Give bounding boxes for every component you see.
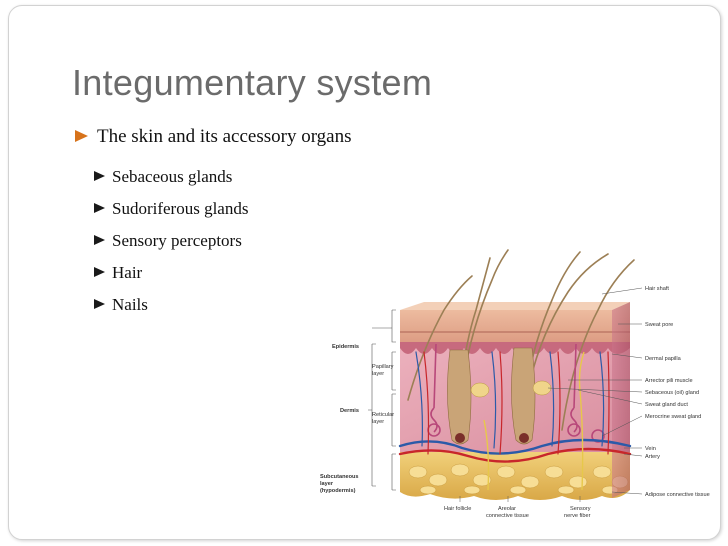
label-vein: Vein xyxy=(645,446,656,452)
sub-bullet-list: Sebaceous glands Sudoriferous glands Sen… xyxy=(94,161,248,321)
triangle-bullet-icon xyxy=(94,235,105,245)
label-adipose-connective-tissue: Adipose connective tissue xyxy=(645,492,710,498)
blood-vessel-shapes xyxy=(398,351,632,463)
sub-bullet-text: Hair xyxy=(112,263,143,282)
label-sweat-gland-duct: Sweat gland duct xyxy=(645,402,688,408)
sub-bullet-text: Sensory perceptors xyxy=(112,231,242,250)
sub-bullet-text: Sudoriferous glands xyxy=(112,199,249,218)
label-sweat-pore: Sweat pore xyxy=(645,322,673,328)
label-epidermis: Epidermis xyxy=(332,344,359,350)
subcutaneous-layer-shape xyxy=(400,450,630,500)
sub-bullet-item: Sudoriferous glands xyxy=(94,193,248,225)
label-papillary-line1: Papillary xyxy=(372,364,394,370)
sub-bullet-text: Nails xyxy=(112,295,148,314)
label-papillary-line2: layer xyxy=(372,371,384,377)
sub-bullet-item: Sebaceous glands xyxy=(94,161,248,193)
label-subcutaneous-line3: (hypodermis) xyxy=(320,488,356,494)
label-areolar-line2: connective tissue xyxy=(486,513,529,519)
label-artery: Artery xyxy=(645,454,660,460)
triangle-bullet-icon xyxy=(94,203,105,213)
nerve-fiber-shapes xyxy=(483,351,585,491)
label-subcutaneous-line2: layer xyxy=(320,481,334,487)
label-areolar-line1: Areolar xyxy=(498,506,516,512)
skin-cross-section-illustration: Epidermis Dermis Papillary layer Reticul… xyxy=(320,249,710,519)
label-dermis: Dermis xyxy=(340,408,359,414)
sub-bullet-text: Sebaceous glands xyxy=(112,167,233,186)
label-subcutaneous-line1: Subcutaneous xyxy=(320,474,359,480)
label-sensory-line1: Sensory xyxy=(570,506,591,512)
triangle-bullet-icon xyxy=(75,130,88,142)
bullet-text: The skin and its accessory organs xyxy=(97,126,352,147)
epidermis-layer-shape xyxy=(400,302,630,498)
slide-title: Integumentary system xyxy=(72,62,433,103)
triangle-bullet-icon xyxy=(94,299,105,309)
label-reticular-line1: Reticular xyxy=(372,412,394,418)
right-label-leaders xyxy=(459,287,643,502)
skin-diagram: Epidermis Dermis Papillary layer Reticul… xyxy=(312,240,716,530)
bullet-list: The skin and its accessory organs xyxy=(75,125,352,149)
sub-bullet-item: Hair xyxy=(94,257,248,289)
label-arrector-pili-muscle: Arrector pili muscle xyxy=(645,378,693,384)
label-reticular-line2: layer xyxy=(372,419,384,425)
triangle-bullet-icon xyxy=(94,171,105,181)
sub-bullet-item: Nails xyxy=(94,289,248,321)
triangle-bullet-icon xyxy=(94,267,105,277)
sub-bullet-item: Sensory perceptors xyxy=(94,225,248,257)
bullet-item: The skin and its accessory organs xyxy=(75,125,352,149)
hair-follicle-shapes xyxy=(447,347,552,445)
label-merocrine-sweat-gland: Merocrine sweat gland xyxy=(645,414,701,420)
label-sebaceous-gland: Sebaceous (oil) gland xyxy=(645,390,699,396)
label-dermal-papilla: Dermal papilla xyxy=(645,356,682,362)
left-label-brackets xyxy=(368,309,396,491)
label-sensory-line2: nerve fiber xyxy=(564,513,591,519)
label-hair-follicle: Hair follicle xyxy=(444,506,471,512)
label-hair-shaft: Hair shaft xyxy=(645,286,669,292)
